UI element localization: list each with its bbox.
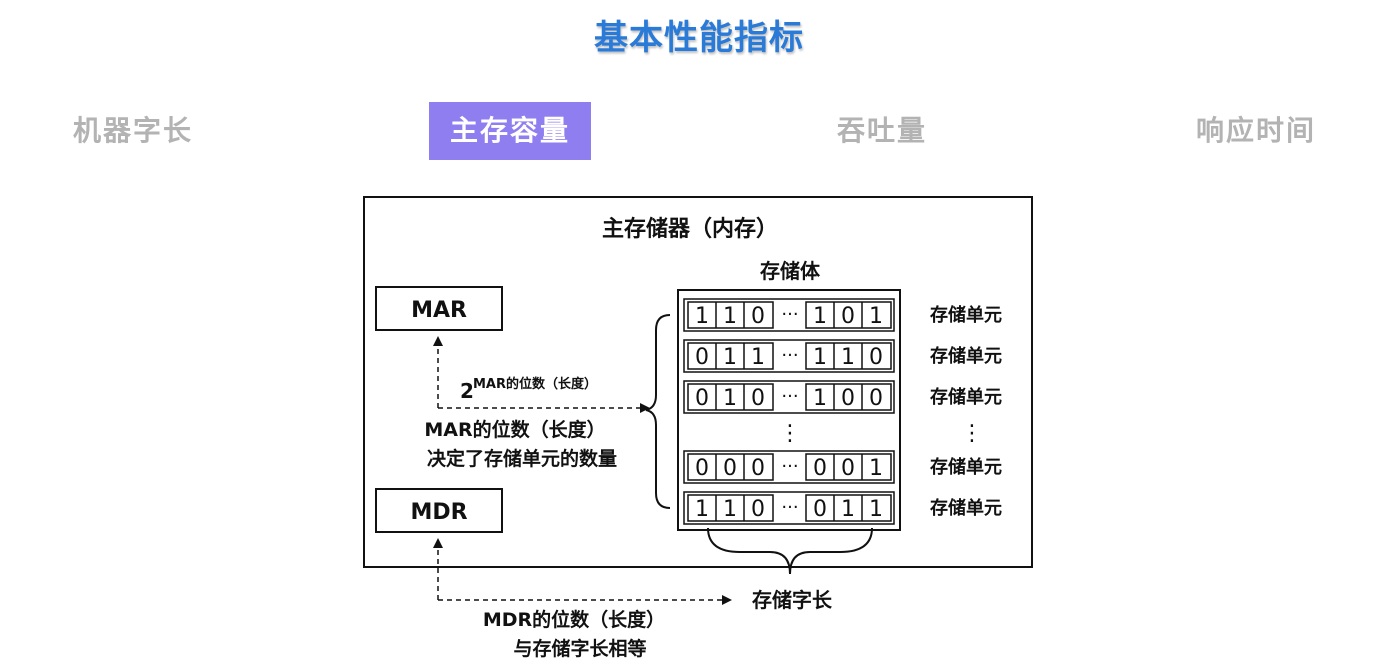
bit-cell: 0	[869, 386, 883, 411]
bit-cell: 1	[695, 304, 709, 329]
bit-cell: 1	[869, 497, 883, 522]
bit-ellipsis: ···	[781, 304, 798, 325]
word-length-label: 存储字长	[752, 588, 833, 612]
tab-response-time[interactable]: 响应时间	[1195, 114, 1316, 147]
bit-cell: 1	[813, 386, 827, 411]
mdr-label: MDR	[410, 500, 467, 525]
bit-group-right	[805, 453, 892, 481]
label-vertical-ellipsis: ⋮	[961, 421, 983, 446]
bit-cell: 1	[869, 304, 883, 329]
storage-bank-label: 存储体	[760, 259, 821, 283]
bit-cell: 1	[869, 456, 883, 481]
bit-cell: 1	[723, 345, 737, 370]
bit-group-left	[687, 301, 774, 329]
bit-group-right	[805, 301, 892, 329]
bit-ellipsis: ···	[781, 497, 798, 518]
bit-ellipsis: ···	[781, 386, 798, 407]
bit-cell: 0	[869, 345, 883, 370]
tab-word-length[interactable]: 机器字长	[72, 114, 193, 147]
bit-cell: 0	[751, 386, 765, 411]
mdr-note-line2: 与存储字长相等	[513, 637, 646, 660]
bit-group-right	[805, 494, 892, 522]
bit-cell: 1	[841, 497, 855, 522]
bit-ellipsis: ···	[781, 456, 798, 477]
bit-group-left	[687, 494, 774, 522]
bit-group-left	[687, 383, 774, 411]
mar-note-line1: MAR的位数（长度）	[424, 418, 605, 441]
mar-label: MAR	[411, 298, 467, 323]
bit-cell: 0	[813, 456, 827, 481]
bit-cell: 1	[723, 497, 737, 522]
bit-cell: 0	[695, 456, 709, 481]
bit-cell: 1	[723, 386, 737, 411]
bit-cell: 1	[813, 304, 827, 329]
bit-cell: 0	[841, 386, 855, 411]
cells-brace	[645, 314, 671, 509]
mdr-note-line1: MDR的位数（长度）	[483, 608, 665, 631]
main-memory-box	[363, 196, 1033, 568]
bit-cell: 0	[751, 304, 765, 329]
tab-throughput[interactable]: 吞吐量	[836, 114, 927, 147]
mar-note-line2: 决定了存储单元的数量	[427, 447, 617, 470]
bit-group-left	[687, 453, 774, 481]
bit-cell: 1	[751, 345, 765, 370]
bit-cell: 0	[723, 456, 737, 481]
power-exponent: MAR的位数（长度）	[473, 376, 597, 392]
mdr-register	[375, 488, 503, 533]
bit-cell: 0	[751, 497, 765, 522]
bit-cell: 1	[841, 345, 855, 370]
bit-ellipsis: ···	[781, 345, 798, 366]
storage-unit-label: 存储单元	[930, 345, 1002, 367]
bit-cell: 0	[841, 456, 855, 481]
bit-group-right	[805, 383, 892, 411]
bit-cell: 0	[751, 456, 765, 481]
bit-group-left	[687, 342, 774, 370]
bit-group-right	[805, 342, 892, 370]
word-length-brace	[707, 527, 873, 575]
main-memory-label: 主存储器（内存）	[602, 216, 778, 242]
page-title: 基本性能指标	[594, 18, 804, 58]
bit-cell: 0	[695, 345, 709, 370]
bit-cell: 0	[813, 497, 827, 522]
storage-unit-label: 存储单元	[930, 456, 1002, 478]
bit-cell: 0	[695, 386, 709, 411]
storage-unit-label: 存储单元	[930, 497, 1002, 519]
bit-cell: 1	[723, 304, 737, 329]
bit-cell: 1	[695, 497, 709, 522]
bit-cell: 0	[841, 304, 855, 329]
bit-cell: 1	[813, 345, 827, 370]
storage-unit-label: 存储单元	[930, 304, 1002, 326]
mar-register	[375, 286, 503, 331]
bank-vertical-ellipsis: ⋮	[779, 421, 801, 446]
storage-unit-label: 存储单元	[930, 386, 1002, 408]
power-base: 2	[460, 379, 474, 403]
tab-memory-capacity[interactable]: 主存容量	[429, 102, 591, 160]
